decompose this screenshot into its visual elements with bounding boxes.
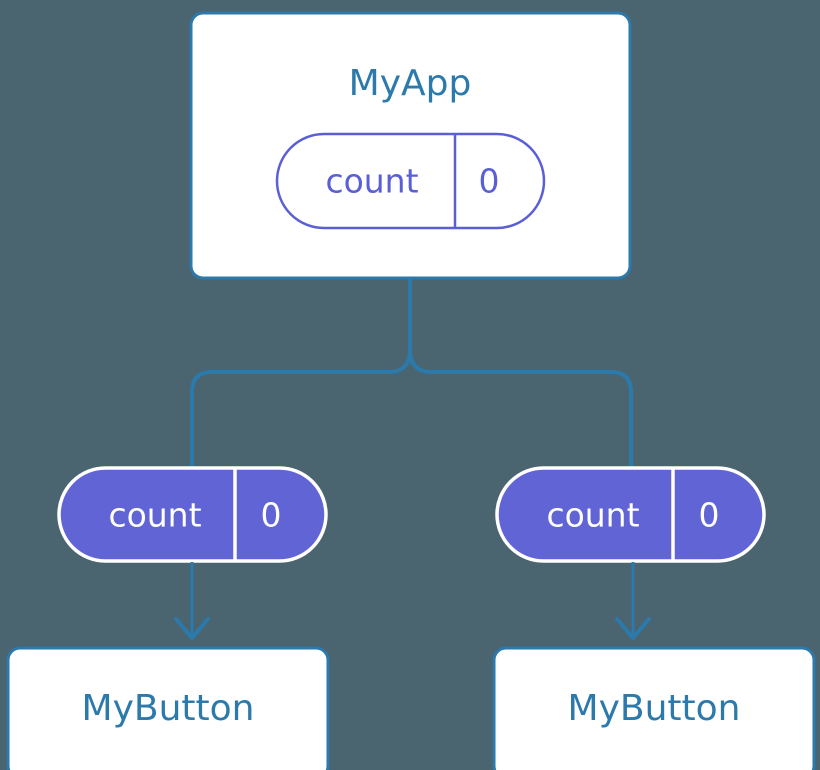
child-right-state-key: count [546, 496, 639, 535]
arrow-right-head-icon [615, 617, 651, 640]
tree-connectors [190, 277, 633, 470]
myapp-state-key: count [325, 162, 418, 201]
myapp-state-pill-shape[interactable] [275, 132, 546, 230]
arrow-left-pill-to-button [174, 562, 210, 640]
node-child-right[interactable]: count 0 MyButton [492, 466, 816, 770]
child-right-state-pill[interactable]: count 0 [495, 466, 766, 563]
child-right-state-value: 0 [699, 496, 720, 535]
node-child-left[interactable]: count 0 MyButton [6, 466, 330, 770]
child-right-button-card[interactable] [492, 646, 816, 770]
child-left-state-key: count [108, 496, 201, 535]
edge-branch-left [190, 349, 412, 470]
arrow-left-head-icon [174, 617, 210, 640]
myapp-state-value: 0 [479, 162, 500, 201]
myapp-title: MyApp [349, 63, 472, 104]
child-left-button-title: MyButton [82, 688, 255, 729]
arrow-right-pill-to-button [615, 562, 651, 640]
edge-branch-right [408, 349, 633, 470]
child-left-state-pill-shape[interactable] [57, 466, 328, 563]
child-right-button-title: MyButton [568, 688, 741, 729]
child-left-state-pill[interactable]: count 0 [57, 466, 328, 563]
child-left-state-value: 0 [261, 496, 282, 535]
node-myapp[interactable]: MyApp count 0 [189, 11, 632, 280]
child-right-state-pill-shape[interactable] [495, 466, 766, 563]
myapp-state-pill[interactable]: count 0 [275, 132, 546, 230]
child-left-button-card[interactable] [6, 646, 330, 770]
